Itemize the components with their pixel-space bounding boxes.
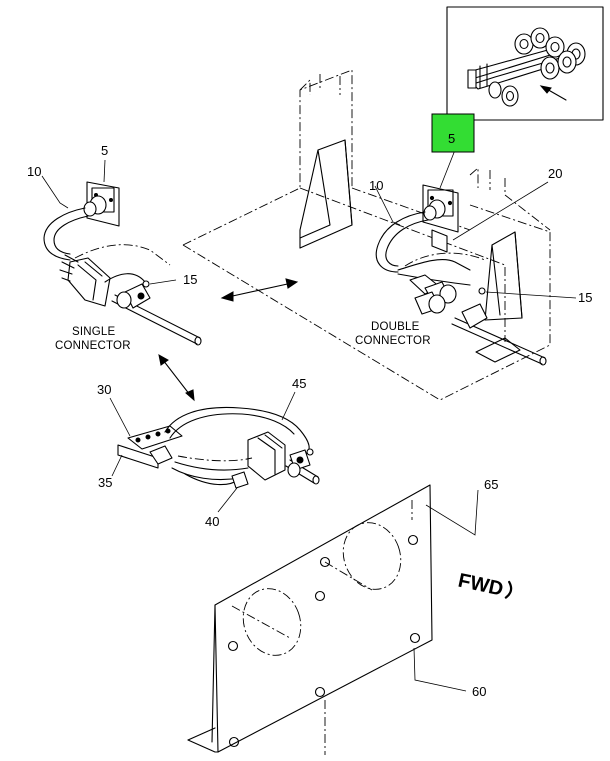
callout-5-highlight-box[interactable] (431, 113, 475, 153)
single-connector-assembly (43, 181, 202, 346)
explode-arrow-horizontal (220, 278, 299, 302)
callout-35[interactable]: 35 (98, 475, 112, 490)
bracket-assembly-phantom (182, 69, 551, 401)
callout-10-right[interactable]: 10 (369, 178, 383, 193)
fwd-arrow-icon (504, 580, 513, 599)
callout-labels: 5 5 10 15 10 20 15 30 35 45 40 65 60 (27, 131, 592, 699)
leader-lines (41, 149, 577, 692)
callout-30[interactable]: 30 (97, 382, 111, 397)
fwd-label: FWD (456, 570, 505, 601)
callout-40[interactable]: 40 (205, 514, 219, 529)
wiring-harness-assembly (117, 406, 320, 489)
inset-chassis-drawing (467, 27, 586, 107)
inset-frame (446, 6, 604, 121)
double-connector-caption-line2: CONNECTOR (355, 335, 431, 347)
forward-direction-indicator: FWD (456, 570, 513, 601)
assembly-captions: SINGLE CONNECTOR DOUBLE CONNECTOR (55, 321, 431, 352)
double-connector-caption-line1: DOUBLE (371, 321, 420, 333)
callout-45[interactable]: 45 (292, 376, 306, 391)
inset-vehicle-view (446, 6, 604, 121)
callout-60[interactable]: 60 (472, 684, 486, 699)
callout-20[interactable]: 20 (548, 166, 562, 181)
callout-15-right[interactable]: 15 (578, 290, 592, 305)
mounting-plate-60 (187, 484, 433, 755)
single-connector-caption-line1: SINGLE (72, 326, 116, 338)
single-connector-caption-line2: CONNECTOR (55, 340, 131, 352)
callout-10-left[interactable]: 10 (27, 164, 41, 179)
explode-arrow-diagonal (158, 354, 195, 402)
double-connector-assembly (375, 184, 547, 366)
callout-15-left[interactable]: 15 (183, 272, 197, 287)
callout-65[interactable]: 65 (484, 477, 498, 492)
callout-5-left[interactable]: 5 (101, 143, 108, 158)
callout-5-highlighted[interactable]: 5 (448, 131, 455, 146)
